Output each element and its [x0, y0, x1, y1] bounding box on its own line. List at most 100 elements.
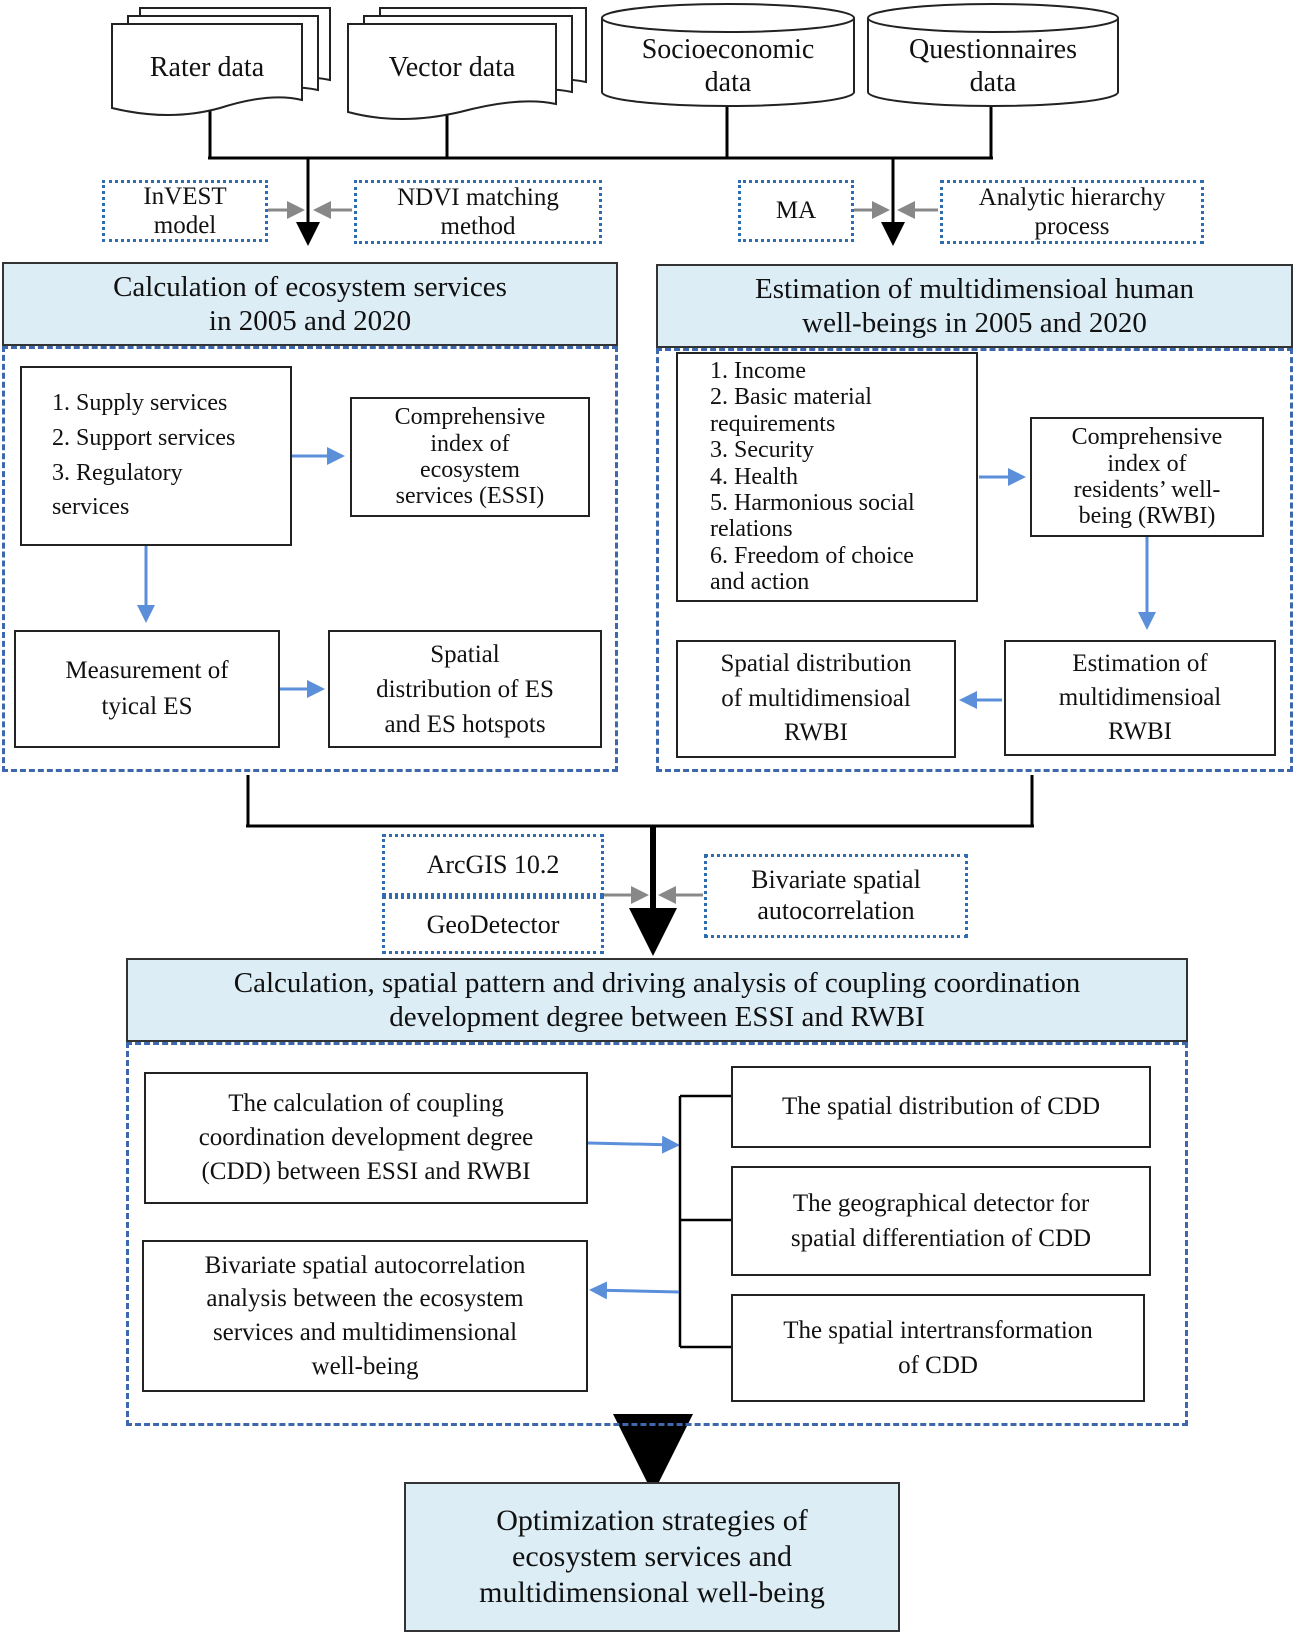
essi-box: Comprehensive index of ecosystem service…: [350, 397, 590, 517]
es-services-list: 1. Supply services 2. Support services 3…: [20, 366, 292, 546]
raster-data-label: Rater data: [149, 52, 265, 84]
wb-item: 6. Freedom of choice: [710, 542, 914, 569]
typical-line: tyical ES: [101, 693, 193, 720]
arrow-branch-to-bivariate: [589, 1281, 680, 1300]
es-item: services: [52, 494, 130, 521]
bivariate-line: Bivariate spatial autocorrelation: [204, 1251, 526, 1279]
coupling-panel-container: [126, 1042, 1188, 1426]
wb-item: 4. Health: [710, 463, 798, 490]
geo-detector-line: spatial differentiation of CDD: [790, 1225, 1092, 1252]
quest-line-1: Questionnaires: [909, 33, 1077, 65]
ndvi-line-2: method: [440, 213, 516, 240]
socio-line-2: data: [704, 67, 752, 98]
bivariate-line: services and multidimensional: [212, 1319, 518, 1346]
cdd-calculation-box: The calculation of coupling coordination…: [144, 1072, 588, 1204]
essi-line: ecosystem: [420, 457, 520, 483]
estimation-line: RWBI: [1108, 717, 1172, 745]
wellbeing-estimation-header: Estimation of multidimensioal human well…: [656, 264, 1293, 348]
wellbeing-dimensions-list: 1. Income 2. Basic material requirements…: [676, 352, 978, 602]
wellbeing-panel-container: [656, 348, 1293, 772]
panel-collector-lines: [246, 775, 1034, 828]
cdd-calc-line: coordination development degree: [198, 1124, 534, 1152]
es-spatial-line: and ES hotspots: [384, 710, 546, 738]
vector-data-label: Vector data: [388, 52, 516, 84]
es-item: 3. Regulatory: [52, 459, 183, 486]
es-calculation-header: Calculation of ecosystem services in 200…: [2, 262, 618, 346]
wb-item: relations: [710, 516, 793, 543]
es-panel-container: [2, 346, 618, 772]
es-header-line-2: in 2005 and 2020: [208, 305, 412, 337]
wb-item: requirements: [710, 410, 836, 437]
es-item: 1. Supply services: [52, 390, 228, 416]
es-header-line-1: Calculation of ecosystem services: [113, 270, 507, 303]
socio-line-1: Socioeconomic: [641, 33, 815, 65]
invest-line-2: model: [153, 212, 217, 239]
bivariate-line: analysis between the ecosystem: [206, 1285, 524, 1313]
optimization-line: ecosystem services and: [512, 1540, 792, 1573]
wb-item: 1. Income: [710, 358, 806, 384]
rwbi-spatial-line: of multidimensioal: [721, 684, 911, 712]
wb-item: and action: [710, 569, 810, 596]
bivariate-line: well-being: [311, 1352, 419, 1380]
rwbi-line: index of: [1107, 450, 1187, 477]
geodetector-box: GeoDetector: [382, 896, 604, 954]
geographical-detector-box: The geographical detector for spatial di…: [731, 1166, 1151, 1276]
ndvi-matching-box: NDVI matching method: [354, 180, 602, 244]
invest-line-1: InVEST: [143, 182, 227, 210]
rwbi-spatial-distribution-box: Spatial distribution of multidimensioal …: [676, 640, 956, 758]
cdd-intertransformation-box: The spatial intertransformation of CDD: [731, 1294, 1145, 1402]
ahp-line-1: Analytic hierarchy: [978, 183, 1166, 211]
intertransform-line: of CDD: [898, 1352, 978, 1379]
rwbi-spatial-line: Spatial distribution: [720, 650, 912, 678]
ndvi-line-1: NDVI matching: [397, 183, 559, 211]
quest-line-2: data: [969, 67, 1017, 98]
rwbi-line: residents’ well-: [1073, 477, 1221, 503]
essi-line: services (ESSI): [395, 483, 545, 510]
typical-es-box: Measurement of tyical ES: [14, 630, 280, 748]
input-collector-lines: [208, 104, 993, 160]
vector-document-icon: [347, 7, 587, 120]
es-item: 2. Support services: [52, 424, 236, 451]
es-spatial-line: Spatial: [430, 640, 500, 668]
bivariate-tool-box: Bivariate spatial autocorrelation: [704, 854, 968, 938]
es-spatial-distribution-box: Spatial distribution of ES and ES hotspo…: [328, 630, 602, 748]
cdd-calc-line: (CDD) between ESSI and RWBI: [201, 1157, 531, 1185]
typical-line: Measurement of: [65, 656, 229, 684]
coupling-header-line-1: Calculation, spatial pattern and driving…: [233, 966, 1081, 999]
bivariate-tool-line: Bivariate spatial: [751, 865, 921, 895]
branch-lines: [678, 1094, 731, 1349]
wb-header-line-2: well-beings in 2005 and 2020: [802, 307, 1147, 339]
questionnaires-data-label: Questionnaires data: [868, 28, 1118, 104]
intertransform-line: The spatial intertransformation: [783, 1317, 1093, 1344]
essi-line: Comprehensive: [394, 404, 546, 431]
wb-item: 3. Security: [710, 437, 814, 464]
rwbi-line: being (RWBI): [1078, 503, 1216, 530]
wb-item: 2. Basic material: [710, 384, 872, 411]
raster-document-icon: [111, 7, 331, 116]
estimation-line: Estimation of: [1072, 650, 1208, 678]
arrow-calc-to-branch: [587, 1135, 680, 1154]
questionnaires-database-icon: [867, 3, 1119, 107]
rwbi-line: Comprehensive: [1071, 424, 1223, 451]
arcgis-box: ArcGIS 10.2: [382, 834, 604, 896]
ahp-box: Analytic hierarchy process: [940, 180, 1204, 244]
rwbi-estimation-box: Estimation of multidimensioal RWBI: [1004, 640, 1276, 756]
essi-line: index of: [430, 430, 510, 457]
geo-detector-line: The geographical detector for: [792, 1190, 1090, 1217]
coupling-header-line-2: development degree between ESSI and RWBI: [389, 1001, 925, 1033]
es-spatial-line: distribution of ES: [376, 675, 554, 703]
cdd-spatial-distribution-box: The spatial distribution of CDD: [731, 1066, 1151, 1148]
rwbi-box: Comprehensive index of residents’ well- …: [1030, 417, 1264, 537]
estimation-line: multidimensioal: [1058, 684, 1222, 712]
coupling-header: Calculation, spatial pattern and driving…: [126, 958, 1188, 1042]
cdd-calc-line: The calculation of coupling: [228, 1090, 504, 1118]
invest-model-box: InVEST model: [102, 180, 268, 242]
wb-item: 5. Harmonious social: [710, 489, 915, 516]
rwbi-spatial-line: RWBI: [784, 719, 848, 747]
socioeconomic-data-label: Socioeconomic data: [602, 28, 854, 104]
ma-box: MA: [738, 180, 854, 242]
optimization-line: multidimensional well-being: [479, 1576, 825, 1609]
socioeconomic-database-icon: [601, 3, 855, 107]
